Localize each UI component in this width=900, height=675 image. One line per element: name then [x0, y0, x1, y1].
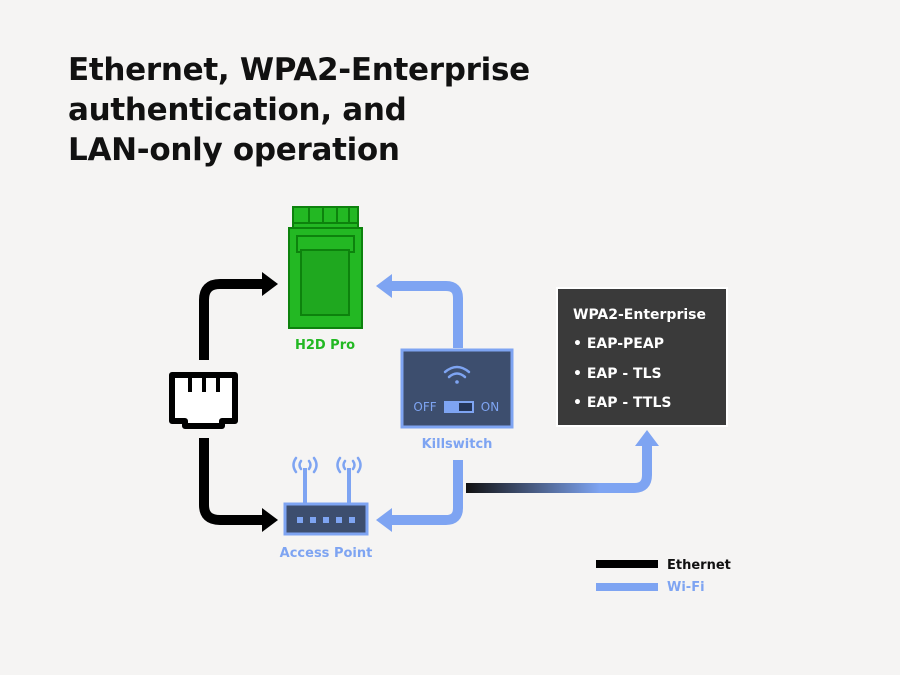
wifi-icon [443, 365, 471, 384]
killswitch-off-label: OFF [413, 400, 436, 414]
legend-wifi-label: Wi-Fi [667, 580, 705, 595]
legend: Ethernet Wi-Fi [596, 558, 731, 595]
killswitch-panel[interactable]: OFF ON [400, 348, 514, 429]
wifi-link-to-printer [376, 274, 463, 348]
title-line-3: LAN-only operation [68, 132, 400, 168]
title-line-1: Ethernet, WPA2-Enterprise [68, 52, 530, 88]
killswitch-label: Killswitch [422, 437, 493, 452]
toggle-switch-icon[interactable] [444, 401, 474, 413]
ethernet-port-icon [169, 372, 238, 429]
wpa2-item-tls: • EAP - TLS [573, 366, 662, 382]
wifi-link-to-access-point [376, 460, 463, 532]
wpa2-enterprise-box: WPA2-Enterprise • EAP-PEAP • EAP - TLS •… [556, 287, 728, 427]
wpa2-heading: WPA2-Enterprise [573, 307, 706, 323]
wpa2-item-peap: • EAP-PEAP [573, 336, 664, 352]
printer-label: H2D Pro [295, 338, 355, 353]
ethernet-link-to-access-point [199, 438, 278, 532]
page-title: Ethernet, WPA2-Enterprise authentication… [68, 50, 588, 170]
link-to-wpa2-enterprise [466, 430, 659, 493]
legend-ethernet-label: Ethernet [667, 558, 731, 573]
ethernet-link-to-printer [199, 272, 278, 360]
printer-icon [288, 206, 363, 329]
access-point-label: Access Point [280, 546, 373, 561]
router-icon [283, 456, 369, 536]
wpa2-item-ttls: • EAP - TTLS [573, 395, 671, 411]
title-line-2: authentication, and [68, 92, 407, 128]
killswitch-on-label: ON [481, 400, 499, 414]
